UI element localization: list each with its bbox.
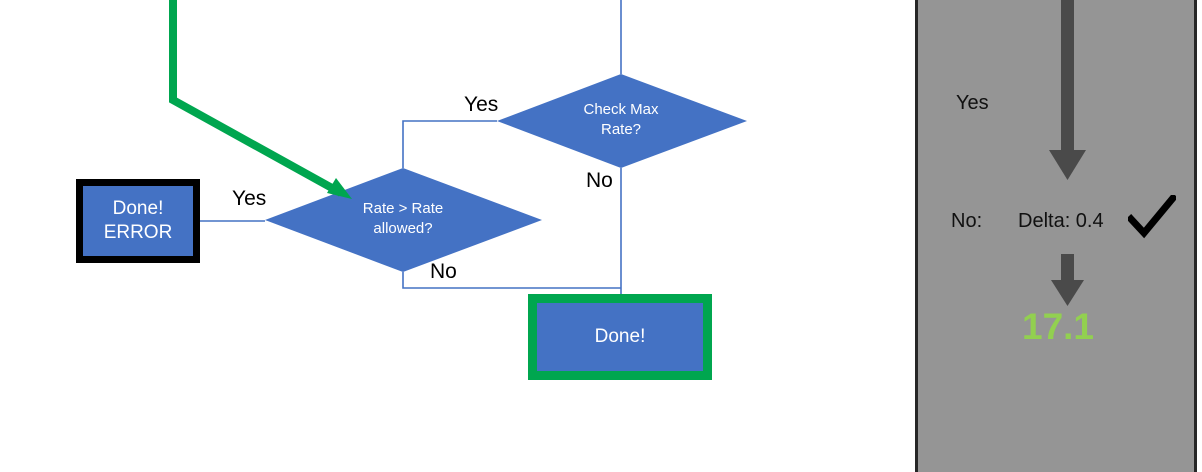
panel-delta-value: Delta: 0.4: [1018, 210, 1104, 232]
highlight-path-arrow: [169, 0, 352, 199]
panel-yes-label: Yes: [956, 92, 989, 114]
right-gray-panel: Yes No: Delta: 0.4 17.1: [915, 0, 1197, 472]
down-arrow-long-icon: [1049, 0, 1086, 180]
down-arrow-short-icon: [1051, 254, 1084, 306]
node-done-success-line-1: Done!: [594, 326, 646, 348]
node-done-success[interactable]: Done!: [528, 294, 712, 380]
node-done-error[interactable]: Done! ERROR: [76, 179, 200, 263]
panel-arrows-canvas: [1049, 0, 1086, 306]
decision-rate-greater-than-allowed[interactable]: [265, 168, 542, 272]
panel-no-label: No:: [951, 210, 983, 232]
checkmark-icon: [1128, 195, 1176, 239]
node-done-error-line-1: Done!: [112, 198, 164, 220]
connector-rate-check-yes: [402, 120, 497, 168]
edge-label-rate-check-no: No: [430, 260, 457, 283]
node-done-error-line-2: ERROR: [103, 222, 173, 243]
edge-label-check-max-rate-no: No: [586, 169, 613, 192]
edge-label-check-max-rate-yes: Yes: [464, 93, 499, 116]
decision-check-max-rate[interactable]: [497, 74, 747, 168]
connector-rate-check-no: [402, 272, 621, 289]
edge-label-rate-check-yes: Yes: [232, 187, 267, 210]
panel-result-value: 17.1: [1022, 306, 1095, 347]
